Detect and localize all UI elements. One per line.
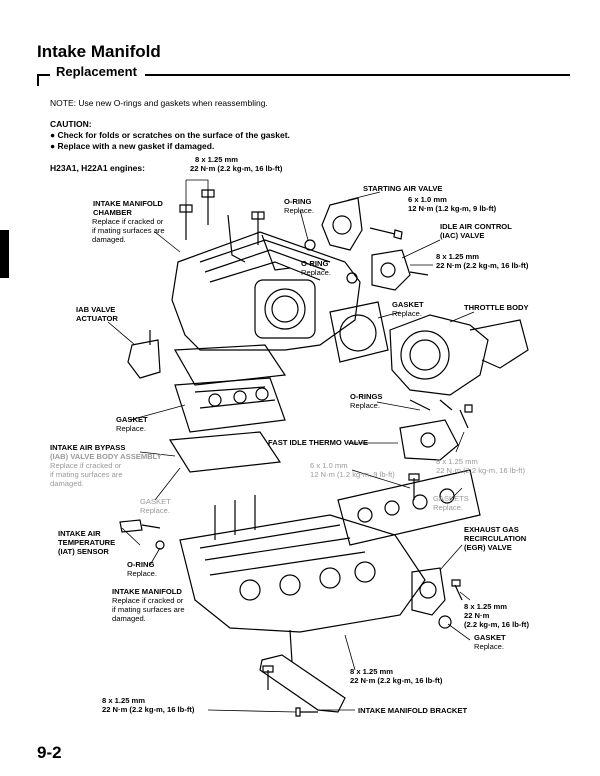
callout-gasket-egr-note: Replace. (474, 642, 504, 651)
bracket-top (227, 214, 291, 271)
engines-label: H23A1, H22A1 engines: (50, 163, 145, 173)
note-text: NOTE: Use new O-rings and gaskets when r… (50, 98, 268, 108)
callout-orings-name: O-RINGS (350, 392, 383, 401)
top-bolt-3 (251, 211, 265, 245)
callout-orings-note: Replace. (350, 401, 380, 410)
caution-item-2: ● Replace with a new gasket if damaged. (50, 141, 215, 151)
callout-bracket: INTAKE MANIFOLD BRACKET (358, 706, 468, 715)
callout-fitv-bolt-torque: 22 N·m (2.2 kg-m, 16 lb-ft) (436, 466, 526, 475)
callout-iac-bolt-size: 8 x 1.25 mm (436, 252, 480, 261)
caution-heading: CAUTION: (50, 119, 92, 129)
callout-iac-bolt-torque: 22 N·m (2.2 kg-m, 16 lb-ft) (436, 261, 529, 270)
throttle-linkage (469, 319, 529, 369)
fitv-bolt (459, 404, 473, 429)
iat-sensor-shape (119, 519, 161, 533)
section-rule (145, 74, 570, 76)
upper-gasket (173, 344, 287, 386)
callout-iab-actuator: IAB VALVE ACTUATOR (76, 305, 118, 323)
callout-oring-1-name: O-RING (284, 197, 312, 206)
chamber-top-ridges (199, 239, 331, 283)
callout-iat-name: INTAKE AIR TEMPERATURE (IAT) SENSOR (58, 529, 116, 556)
callout-left-bolt-torque: 22 N·m (2.2 kg-m, 16 lb-ft) (102, 705, 195, 714)
callout-iac-name: IDLE AIR CONTROL (IAC) VALVE (440, 222, 512, 240)
callout-starting-air-valve: STARTING AIR VALVE (363, 184, 443, 193)
callout-top-bolt-size: 8 x 1.25 mm (195, 155, 239, 164)
callout-gaskets-name: GASKETS (433, 494, 469, 503)
callout-sav-bolt-size: 6 x 1.0 mm (408, 195, 447, 204)
top-bolt-1 (179, 204, 193, 240)
callout-oring-1-note: Replace. (284, 206, 314, 215)
manifold-studs (214, 495, 256, 540)
page-number: 9-2 (37, 743, 62, 762)
page-title: Intake Manifold (37, 42, 161, 61)
chamber-outline (171, 231, 361, 351)
callout-bottom-bolt-torque: 22 N·m (2.2 kg-m, 16 lb-ft) (350, 676, 443, 685)
callout-gaskets-note: Replace. (433, 503, 463, 512)
section-subtitle: Replacement (56, 64, 137, 79)
callout-iab-note: Replace if cracked or if mating surfaces… (50, 461, 123, 488)
chapter-tab-marker (0, 230, 9, 278)
bracket-shape (259, 654, 346, 713)
callout-mid-bolt-torque: 12 N·m (1.2 kg-m, 9 lb-ft) (310, 470, 395, 479)
callout-egr-bolt-torque: 22 N·m (2.2 kg-m, 16 lb-ft) (464, 611, 529, 629)
callout-sav-bolt-torque: 12 N·m (1.2 kg-m, 9 lb-ft) (408, 204, 497, 213)
callout-manifold-note: Replace if cracked or if mating surfaces… (112, 596, 185, 623)
callout-gasket-mid-name: GASKET (116, 415, 148, 424)
section-rule-corner-vertical (37, 74, 39, 86)
callout-gasket-low-name: GASKET (140, 497, 171, 506)
leader-lines (107, 179, 475, 713)
callout-fast-idle: FAST IDLE THERMO VALVE (268, 438, 369, 447)
callout-oring-3-note: Replace. (127, 569, 157, 578)
starting-air-valve-shape (321, 197, 363, 251)
callout-gasket-tb-note: Replace. (392, 309, 422, 318)
mid-bolt (408, 473, 420, 500)
callout-left-bolt-size: 8 x 1.25 mm (102, 696, 146, 705)
bracket-lower-bolt (295, 707, 318, 717)
callout-egr-bolt-size: 8 x 1.25 mm (464, 602, 508, 611)
iac-valve-shape (371, 249, 411, 291)
intake-manifold-shape (179, 514, 426, 633)
oring-1 (304, 239, 316, 251)
iab-valve-body (174, 377, 286, 433)
lower-gasket-plate (168, 431, 282, 473)
egr-gasket (438, 615, 452, 629)
callout-iab-name: INTAKE AIR BYPASS (IAB) VALVE BODY ASSEM… (50, 443, 162, 461)
callout-chamber-name: INTAKE MANIFOLD CHAMBER (93, 199, 163, 217)
callout-manifold-name: INTAKE MANIFOLD (112, 587, 182, 596)
callout-gasket-tb-name: GASKET (392, 300, 424, 309)
gaskets-strip (337, 469, 481, 546)
bracket-bolt (262, 665, 274, 690)
chamber-flange (254, 279, 316, 339)
callout-oring-3-name: O-RING (127, 560, 155, 569)
callout-throttle-body: THROTTLE BODY (464, 303, 529, 312)
caution-item-1: ● Check for folds or scratches on the su… (50, 130, 290, 140)
oring-3 (155, 540, 165, 550)
callout-mid-bolt-size: 6 x 1.0 mm (310, 461, 348, 470)
callout-oring-2-name: O-RING (301, 259, 329, 268)
throttle-body-shape (389, 314, 489, 396)
callout-gasket-low-note: Replace. (140, 506, 170, 515)
section-rule-corner (37, 74, 50, 76)
callout-egr-name: EXHAUST GAS RECIRCULATION (EGR) VALVE (464, 525, 527, 552)
callout-gasket-mid-note: Replace. (116, 424, 146, 433)
fast-idle-valve-shape (399, 419, 459, 461)
egr-bolt (451, 579, 463, 601)
top-bolt-2 (201, 189, 215, 225)
callout-oring-2-note: Replace. (301, 268, 331, 277)
callout-top-bolt-torque: 22 N·m (2.2 kg-m, 16 lb-ft) (190, 164, 283, 173)
oring-2 (346, 272, 358, 284)
callout-chamber-note: Replace if cracked or if mating surfaces… (92, 217, 165, 244)
callout-bottom-bolt-size: 8 x 1.25 mm (350, 667, 394, 676)
callout-gasket-egr-name: GASKET (474, 633, 506, 642)
iab-actuator-shape (127, 339, 161, 379)
chamber-throat (264, 288, 306, 330)
egr-valve-shape (411, 567, 446, 616)
callout-fitv-bolt-size: 8 x 1.25 mm (436, 457, 478, 466)
throttle-gasket (329, 301, 389, 363)
